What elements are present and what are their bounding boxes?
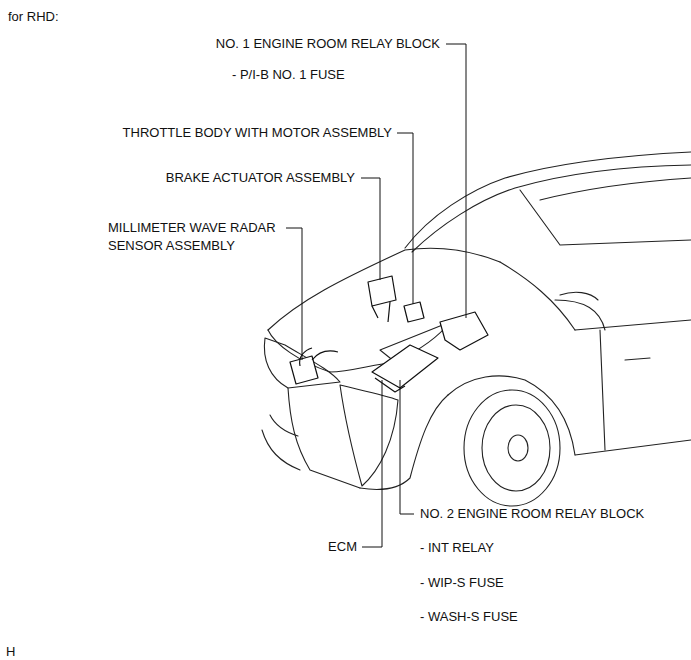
hub <box>508 435 528 461</box>
fascia-left <box>288 388 360 488</box>
part-label: - WASH-S FUSE <box>420 608 518 626</box>
leader-line <box>286 228 302 360</box>
brake-pipes <box>372 302 390 322</box>
diagram-title: for RHD: <box>8 8 59 26</box>
tire <box>464 390 560 506</box>
rim <box>482 405 550 491</box>
part-label: THROTTLE BODY WITH MOTOR ASSEMBLY <box>123 124 392 142</box>
relay-block-1 <box>440 312 488 350</box>
leader-line <box>397 133 413 304</box>
mirror-top <box>560 292 598 300</box>
brake-actuator <box>368 276 396 306</box>
window-top <box>540 178 691 200</box>
leader-line <box>361 178 380 280</box>
spindle-grille <box>340 385 398 486</box>
mirror <box>555 300 605 330</box>
leader-line <box>400 380 414 514</box>
radar-harness <box>300 348 338 366</box>
door-line <box>600 330 605 450</box>
part-label: NO. 2 ENGINE ROOM RELAY BLOCK <box>420 505 644 523</box>
part-label: - WIP-S FUSE <box>420 574 504 592</box>
leader-line <box>362 380 382 547</box>
figure-code: H <box>6 643 15 660</box>
part-label: MILLIMETER WAVE RADAR SENSOR ASSEMBLY <box>108 219 298 255</box>
part-label: ECM <box>328 538 357 556</box>
part-label: BRAKE ACTUATOR ASSEMBLY <box>166 169 355 187</box>
fender-line <box>500 262 575 330</box>
door-handle <box>625 358 650 360</box>
part-label: - INT RELAY <box>420 539 494 557</box>
wheel-arch <box>448 376 575 455</box>
leader-line <box>446 44 466 318</box>
windshield-inner <box>412 165 691 252</box>
part-label: NO. 1 ENGINE ROOM RELAY BLOCK <box>216 35 440 53</box>
bumper-right <box>360 395 448 490</box>
belt-line <box>575 320 691 330</box>
bumper-corner <box>262 430 300 470</box>
part-label: - P/I-B NO. 1 FUSE <box>232 66 345 84</box>
fog-lamp <box>270 415 298 436</box>
radar-sensor <box>290 356 318 384</box>
rocker <box>575 440 691 455</box>
throttle-body <box>404 302 424 322</box>
